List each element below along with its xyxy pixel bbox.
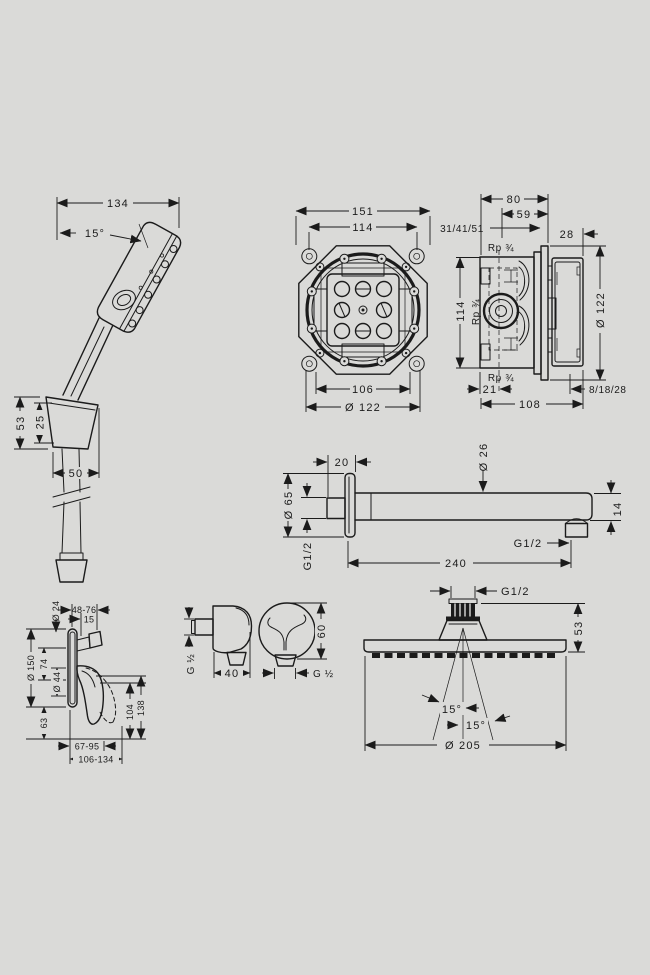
basic-set-side-dimensions: 80 59 31/41/51 28 Rp ¾ Rp ¾ Rp ¾ 114 Ø 1…: [440, 193, 626, 411]
dim-mixer-bolt: 74: [39, 659, 49, 670]
hand-shower-geometry: [45, 221, 182, 583]
dim-mixer-drop-solid: 104: [125, 704, 135, 720]
hand-shower-dimensions: 134 15° 53 25 50: [14, 197, 180, 480]
dim-side-height: 114: [455, 300, 467, 321]
corner-ears: [301, 248, 425, 372]
wall-outlet-dimensions: G ½ 40 60 G ½: [184, 602, 334, 680]
dim-outlet-side-thread: G ½: [186, 654, 197, 675]
dim-mixer-below: 63: [39, 718, 49, 729]
view-overhead-shower: G1/2 53 15° 15° Ø 205: [363, 586, 585, 752]
dim-mixer-hub: Ø 44: [52, 672, 62, 693]
dim-overhead-angle-right: 15°: [466, 720, 486, 732]
shower-arm-geometry: [326, 472, 593, 538]
mixer-dimensions: Ø 24 48-76 15 Ø 150 74 Ø 44 63 104: [25, 601, 147, 765]
dim-mixer-reach-open: 106-134: [78, 755, 113, 765]
dim-front-diameter: Ø 122: [345, 402, 381, 414]
dim-outlet-front-thread: G ½: [313, 669, 334, 680]
dim-side-install-depth: 31/41/51: [440, 224, 484, 235]
view-basic-set-front: 151 114 106 Ø 122: [295, 205, 431, 414]
dim-front-bolt-circle: 114: [352, 222, 373, 234]
dim-hand-shower-width: 134: [107, 198, 129, 210]
overhead-geometry: [363, 598, 567, 741]
dim-overhead-thread: G1/2: [501, 586, 530, 598]
dim-side-thread-top: Rp ¾: [488, 243, 514, 254]
view-wall-outlet: G ½ 40 60 G ½: [184, 602, 334, 680]
dim-side-depth: 80: [507, 194, 522, 206]
dim-holder-height: 53: [15, 416, 27, 431]
dim-arm-length: 240: [445, 558, 467, 570]
basic-set-front-dimensions: 151 114 106 Ø 122: [295, 205, 431, 414]
dim-side-total-depth: 108: [519, 399, 541, 411]
dim-front-inner-width: 106: [352, 384, 374, 396]
port-holes: [333, 280, 393, 340]
dim-arm-diameter: Ø 26: [478, 443, 490, 472]
spray-nozzles: [128, 245, 178, 328]
dim-holder-width: 50: [69, 468, 84, 480]
view-hand-shower: 134 15° 53 25 50: [14, 197, 182, 583]
basic-set-front-geometry: [298, 245, 428, 375]
dim-outlet-height: 60: [316, 624, 328, 639]
dim-side-thread-mid: Rp ¾: [471, 299, 482, 325]
dim-side-wall-range: 8/18/28: [589, 385, 627, 396]
clamp-pads: [313, 262, 413, 358]
dim-mixer-cartridge: Ø 24: [51, 601, 61, 622]
dim-arm-end-drop: 14: [612, 502, 624, 517]
dim-mixer-reach: 67-95: [75, 742, 100, 752]
basic-set-side-geometry: [479, 245, 584, 393]
wall-outlet-front-geometry: [258, 602, 316, 667]
dim-side-inner-depth: 59: [517, 209, 532, 221]
dim-front-outer-width: 151: [352, 206, 374, 218]
dim-arm-end-thread: G1/2: [514, 538, 543, 550]
dim-hand-shower-angle: 15°: [85, 228, 105, 240]
dim-arm-flange-depth: 20: [335, 457, 350, 469]
wall-outlet-side-geometry: [191, 605, 253, 666]
view-shower-arm: 20 Ø 26 Ø 65 G1/2 240 G1/2 14: [282, 443, 624, 571]
dim-side-diameter: Ø 122: [595, 292, 607, 328]
dim-arm-wall-thread: G1/2: [302, 542, 314, 571]
dim-overhead-angle-left: 15°: [442, 704, 462, 716]
view-basic-set-side: 80 59 31/41/51 28 Rp ¾ Rp ¾ Rp ¾ 114 Ø 1…: [440, 193, 626, 411]
dim-side-offset: 21: [483, 384, 498, 396]
dim-overhead-height: 53: [573, 621, 585, 636]
dim-holder-inner: 25: [35, 415, 47, 430]
dim-side-thread-bottom: Rp ¾: [488, 373, 514, 384]
view-mixer: Ø 24 48-76 15 Ø 150 74 Ø 44 63 104: [25, 601, 147, 765]
overhead-dimensions: G1/2 53 15° 15° Ø 205: [364, 586, 585, 752]
shower-arm-dimensions: 20 Ø 26 Ø 65 G1/2 240 G1/2 14: [282, 443, 624, 571]
dim-mixer-drop-open: 138: [136, 700, 146, 716]
dim-side-cover-depth: 28: [560, 229, 575, 241]
dim-mixer-inner: 15: [84, 615, 95, 625]
dim-outlet-depth: 40: [225, 668, 240, 680]
dim-mixer-escutcheon: Ø 150: [26, 655, 36, 681]
ring-screws: [306, 253, 420, 367]
dim-overhead-diameter: Ø 205: [445, 740, 481, 752]
dim-mixer-install-range: 48-76: [72, 605, 97, 615]
dim-arm-flange-diameter: Ø 65: [283, 491, 295, 520]
mixer-geometry: [67, 628, 117, 725]
